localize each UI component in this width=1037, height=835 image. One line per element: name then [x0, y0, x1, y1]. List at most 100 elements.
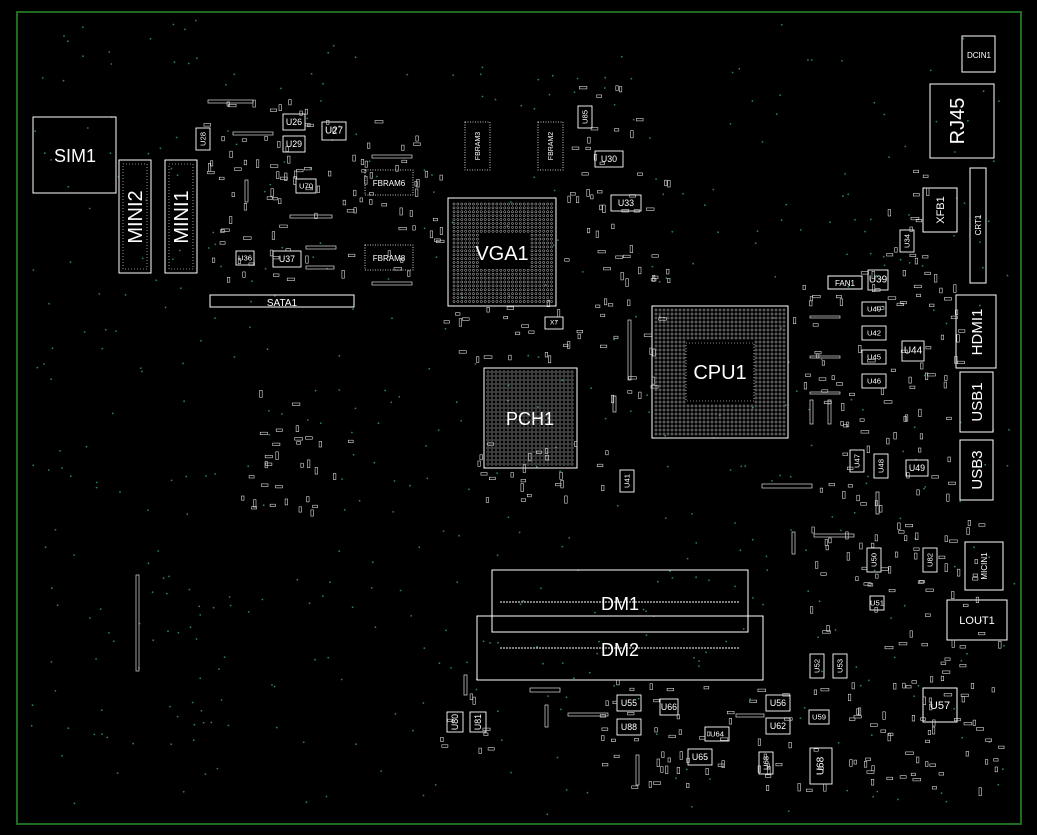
dm2-label: DM2 — [601, 640, 639, 660]
u55-label: U55 — [621, 698, 637, 708]
u45-chip[interactable]: U45 — [861, 349, 887, 365]
mini2-slot[interactable]: MINI2 — [118, 159, 152, 274]
sim1-slot[interactable]: SIM1 — [32, 116, 117, 194]
fan1-connector[interactable]: FAN1 — [827, 275, 863, 290]
usb1-connector[interactable]: USB1 — [959, 371, 994, 433]
u59-chip[interactable]: U59 — [808, 709, 830, 725]
micin1-connector[interactable]: MICIN1 — [964, 541, 1004, 591]
sata1-connector[interactable]: SATA1 — [209, 294, 355, 309]
u81-chip[interactable]: U81 — [469, 711, 487, 733]
u33-label: U33 — [618, 198, 634, 208]
u62-chip[interactable]: U62 — [765, 717, 791, 735]
u26-label: U26 — [286, 117, 302, 127]
u53-chip[interactable]: U53 — [832, 653, 848, 679]
u27-chip[interactable]: U27 — [321, 121, 347, 141]
u57-label: U57 — [930, 700, 950, 712]
vga1-ball-grid — [452, 202, 553, 303]
u88-chip[interactable]: U88 — [616, 718, 642, 736]
u59-label: U59 — [812, 713, 826, 722]
xfb1-component[interactable]: XFB1 — [922, 187, 958, 233]
cpu1-socket[interactable] — [651, 305, 789, 439]
usb1-label: USB1 — [969, 382, 986, 421]
u85-chip[interactable]: U85 — [577, 105, 593, 129]
u46-chip[interactable]: U46 — [861, 373, 887, 389]
sata1-label: SATA1 — [267, 298, 298, 309]
hdmi1-connector[interactable]: HDMI1 — [955, 294, 997, 369]
crt1-connector[interactable]: CRT1 — [969, 167, 987, 284]
u56-chip[interactable]: U56 — [765, 694, 791, 712]
fbram6-chip[interactable]: FBRAM6 — [364, 169, 414, 196]
vga1-chip[interactable] — [447, 197, 557, 307]
u80-label: U80 — [450, 714, 460, 730]
x7-chip[interactable]: X7 — [544, 316, 564, 330]
u26-chip[interactable]: U26 — [282, 113, 306, 131]
u65-label: U65 — [692, 752, 708, 762]
u48-chip[interactable]: U48 — [873, 453, 889, 479]
rj45-connector[interactable]: RJ45 — [929, 83, 995, 159]
u62-label: U62 — [770, 721, 786, 731]
rj45-label: RJ45 — [947, 98, 969, 145]
u33-chip[interactable]: U33 — [610, 194, 642, 212]
u41-chip[interactable]: U41 — [619, 469, 635, 493]
u47-chip[interactable]: U47 — [849, 449, 865, 473]
u52-label: U52 — [813, 659, 822, 673]
lout1-label: LOUT1 — [959, 615, 994, 627]
u44-chip[interactable]: U44 — [901, 340, 925, 362]
u63-chip[interactable]: U63 — [758, 751, 774, 775]
u42-chip[interactable]: U42 — [861, 325, 887, 341]
u44-label: U44 — [904, 346, 923, 357]
fbram6-label: FBRAM6 — [373, 179, 406, 188]
u30-label: U30 — [601, 154, 617, 164]
u64-label: U64 — [710, 730, 725, 739]
u30-chip[interactable]: U30 — [594, 150, 624, 168]
u49-chip[interactable]: U49 — [905, 459, 929, 477]
dm2-slot[interactable]: DM2 — [476, 615, 764, 681]
pch1-chip[interactable] — [483, 367, 578, 469]
u37-label: U37 — [279, 254, 295, 264]
mini1-slot[interactable]: MINI1 — [164, 159, 198, 274]
u49-label: U49 — [909, 463, 925, 473]
u70-chip[interactable]: U70 — [295, 178, 317, 194]
dcin1-label: DCIN1 — [967, 51, 992, 60]
cpu1-label: CPU1 — [693, 362, 746, 384]
u63-label: U63 — [762, 756, 771, 770]
fbram8-chip[interactable]: FBRAM8 — [364, 244, 414, 271]
fbram3-chip[interactable]: FBRAM3 — [464, 121, 491, 171]
u36-chip[interactable]: U36 — [235, 250, 255, 266]
u56-label: U56 — [770, 698, 786, 708]
u28-chip[interactable]: U28 — [195, 127, 211, 151]
xfb1-label: XFB1 — [935, 196, 947, 224]
u55-chip[interactable]: U55 — [616, 694, 642, 712]
sim1-label: SIM1 — [54, 146, 96, 166]
u52-chip[interactable]: U52 — [809, 653, 825, 679]
dm1-slot[interactable]: DM1 — [491, 569, 749, 633]
u51-chip[interactable]: U51 — [869, 595, 885, 611]
fbram3-label: FBRAM3 — [475, 132, 482, 161]
micin1-label: MICIN1 — [980, 552, 989, 580]
u40-chip[interactable]: U40 — [861, 301, 887, 317]
u65-chip[interactable]: U65 — [687, 748, 713, 766]
u29-chip[interactable]: U29 — [282, 135, 306, 153]
u57-chip[interactable]: U57 — [922, 687, 958, 723]
u39-chip[interactable]: U39 — [867, 269, 889, 291]
u39-label: U39 — [869, 275, 888, 286]
crt1-label: CRT1 — [974, 214, 983, 235]
u50-label: U50 — [870, 553, 879, 567]
u80-chip[interactable]: U80 — [446, 711, 464, 733]
usb3-connector[interactable]: USB3 — [959, 439, 994, 501]
u45-label: U45 — [867, 353, 881, 362]
x7-label: X7 — [550, 320, 558, 327]
passive-parts — [135, 85, 1005, 796]
lout1-connector[interactable]: LOUT1 — [946, 599, 1008, 641]
u50-chip[interactable]: U50 — [866, 547, 882, 573]
u82-chip[interactable]: U82 — [922, 547, 938, 573]
fbram2-chip[interactable]: FBRAM2 — [537, 121, 564, 171]
u68-chip[interactable]: U68 — [809, 747, 833, 785]
dcin1-connector[interactable]: DCIN1 — [961, 35, 996, 73]
u66-chip[interactable]: U66 — [659, 698, 679, 716]
u64-chip[interactable]: U64 — [704, 726, 730, 742]
u40-label: U40 — [867, 305, 881, 314]
u29-label: U29 — [286, 139, 302, 149]
u34-chip[interactable]: U34 — [899, 229, 915, 253]
